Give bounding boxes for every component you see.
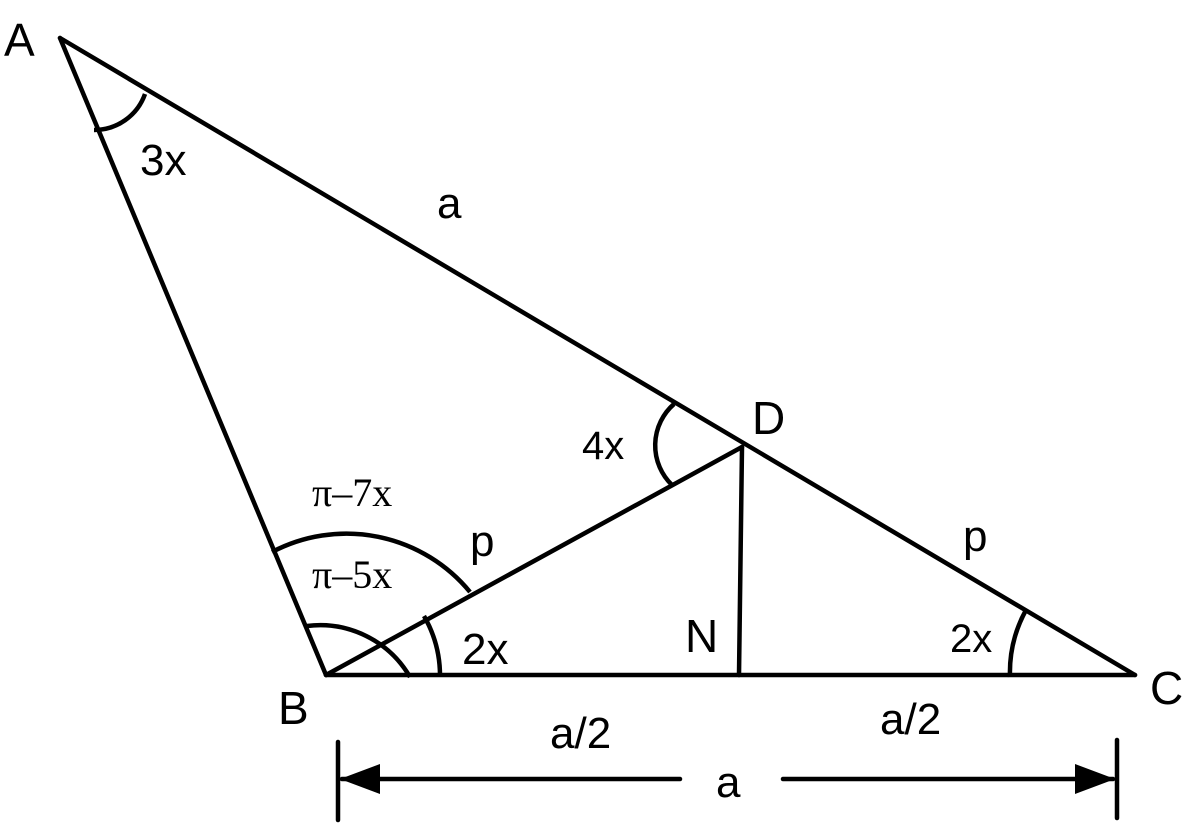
angle-arc-B-upper: [270, 531, 472, 594]
angle-arc-A: [93, 93, 148, 133]
vertex-label-N: N: [685, 610, 718, 662]
vertex-label-D: D: [752, 392, 785, 444]
angle-arc-D: [652, 402, 676, 487]
side-AC: [57, 35, 1138, 678]
side-label-AD: a: [437, 179, 462, 228]
segment-DN: [736, 444, 745, 678]
angle-label-B-upper: π–7x: [312, 470, 392, 515]
angle-label-B-lower: π–5x: [312, 552, 392, 597]
vertex-label-B: B: [278, 682, 309, 734]
segment-BD: [323, 444, 745, 678]
angle-label-C: 2x: [950, 617, 992, 661]
side-label-NC: a/2: [880, 695, 941, 744]
dimension-label-BC: a: [716, 758, 741, 807]
angle-arc-C: [1007, 608, 1028, 678]
side-AB: [57, 35, 329, 678]
angle-label-D: 4x: [582, 424, 624, 468]
angle-label-A: 3x: [140, 136, 186, 185]
angle-arc-B-lower: [306, 622, 412, 679]
angle-label-B-2x: 2x: [462, 625, 508, 674]
vertex-label-C: C: [1150, 662, 1183, 714]
vertex-label-A: A: [4, 14, 35, 66]
side-label-BN: a/2: [550, 709, 611, 758]
side-label-BD: p: [470, 517, 494, 566]
angle-arc-B-2x: [422, 614, 443, 678]
side-label-DC: p: [963, 512, 987, 561]
